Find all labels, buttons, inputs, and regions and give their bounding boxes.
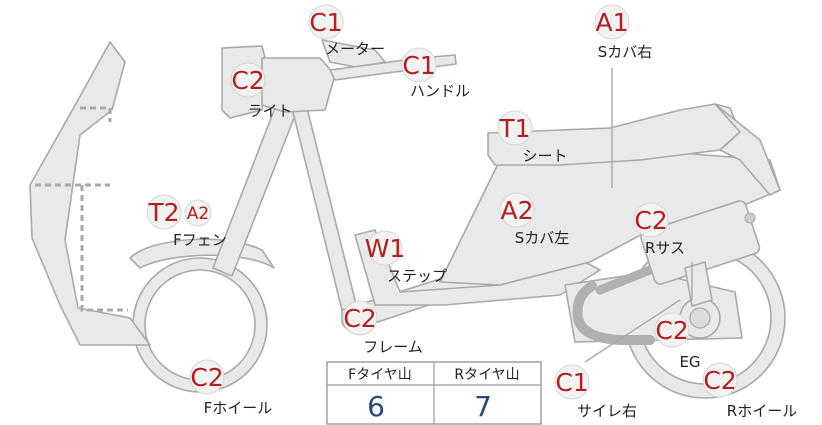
frame-down-tube: [291, 103, 361, 327]
handle-label: ハンドル: [410, 82, 470, 100]
muffler-right-label: サイレ右: [577, 402, 637, 420]
front-fender-grade: T2: [147, 198, 179, 227]
front-fender-grade2-circle: [184, 199, 212, 227]
front-fender-grade2: A2: [187, 204, 209, 224]
muffler-right-grade-circle: [554, 364, 590, 400]
front-wheel-label: Fホイール: [204, 399, 273, 417]
rear-wheel-grade: C2: [703, 366, 736, 395]
seat-label: シート: [522, 147, 567, 165]
headlight-cover-shape: [261, 57, 336, 113]
front-wheel-shape: [132, 257, 268, 393]
rear-wheel-label: Rホイール: [727, 402, 797, 420]
rear-suspension-grade-circle: [633, 202, 669, 238]
meter-label: メーター: [325, 40, 385, 58]
step-grade: W1: [365, 234, 406, 263]
engine-label: EG: [679, 353, 700, 371]
rear-tire-value: 7: [474, 390, 492, 423]
seat-grade: T1: [498, 114, 530, 143]
muffler-right-grade: C1: [555, 368, 588, 397]
front-wheel-grade-circle: [189, 359, 225, 395]
frame-label: フレーム: [363, 338, 423, 356]
engine-grade: C2: [655, 316, 688, 345]
engine-grade-circle: [654, 312, 690, 348]
front-fender-grade-circle: [146, 194, 182, 230]
rear-suspension-label: Rサス: [645, 239, 685, 257]
rear-suspension-grade: C2: [634, 206, 667, 235]
s-cover-left-label: Sカバ左: [515, 229, 570, 247]
s-cover-right-label: Sカバ右: [598, 43, 653, 61]
s-cover-right-grade: A1: [595, 8, 628, 37]
step-grade-circle: [367, 230, 403, 266]
rear-wheel-grade-circle: [702, 362, 738, 398]
s-cover-left-grade: A2: [500, 196, 533, 225]
front-tire-value: 6: [367, 390, 385, 423]
meter-grade-circle: [308, 4, 344, 40]
step-label: ステップ: [387, 267, 447, 285]
meter-grade: C1: [309, 8, 342, 37]
front-fender-label: Fフェン: [173, 231, 227, 249]
handle-grade: C1: [402, 51, 435, 80]
handle-grade-circle: [401, 47, 437, 83]
light-grade: C2: [231, 66, 264, 95]
seat-grade-circle: [497, 110, 533, 146]
light-label: ライト: [247, 102, 292, 120]
light-grade-circle: [230, 62, 266, 98]
s-cover-right-grade-circle: [594, 4, 630, 40]
front-cowl-shape: [29, 41, 151, 346]
rear-cowl-shape: [714, 103, 781, 196]
front-wheel-grade: C2: [190, 363, 223, 392]
rear-tire-header: Rタイヤ山: [454, 367, 519, 383]
frame-grade: C2: [343, 304, 376, 333]
frame-grade-circle: [342, 300, 378, 336]
muffler-right-leader: [584, 299, 681, 363]
tire-tread-table: Fタイヤ山 Rタイヤ山 6 7: [326, 361, 542, 425]
front-tire-header: Fタイヤ山: [348, 367, 412, 383]
grade-circles: [146, 4, 738, 400]
s-cover-left-grade-circle: [499, 192, 535, 228]
